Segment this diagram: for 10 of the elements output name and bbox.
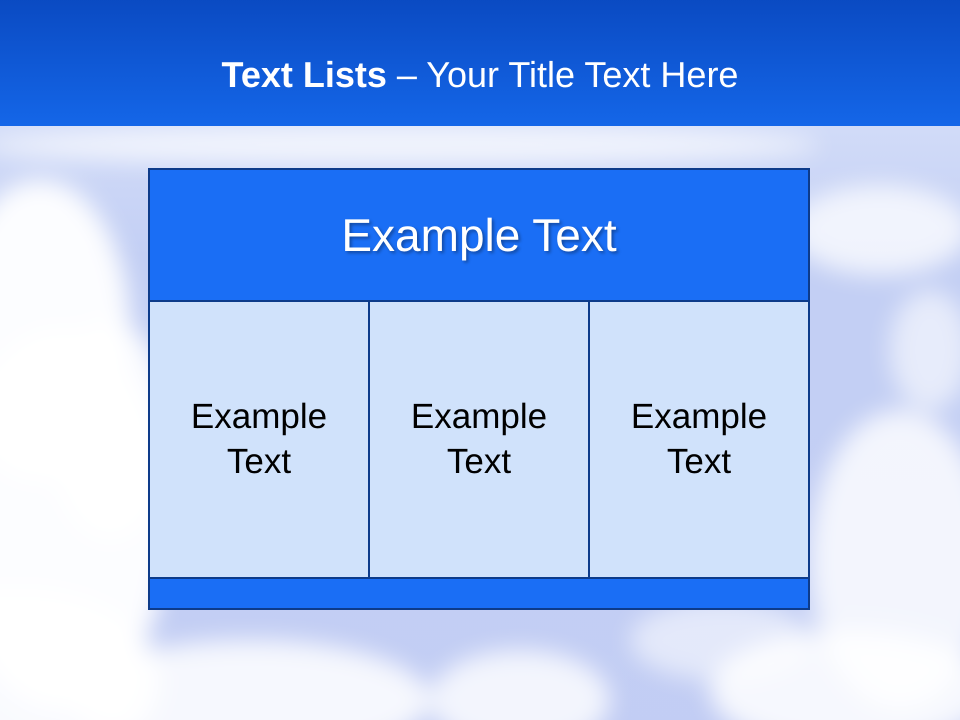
text-panel bbox=[148, 300, 370, 579]
text-panel bbox=[588, 300, 810, 579]
panel-text: Example Text bbox=[190, 396, 328, 482]
panel-text: Example Text bbox=[630, 396, 768, 482]
slide-title: Text Lists – Your Title Text Here bbox=[222, 53, 738, 97]
panel-text: Example Text bbox=[410, 396, 548, 482]
header-band bbox=[148, 168, 810, 302]
text-panel bbox=[368, 300, 590, 579]
footer-bar bbox=[148, 577, 810, 610]
header-text: Example Text bbox=[341, 208, 617, 263]
